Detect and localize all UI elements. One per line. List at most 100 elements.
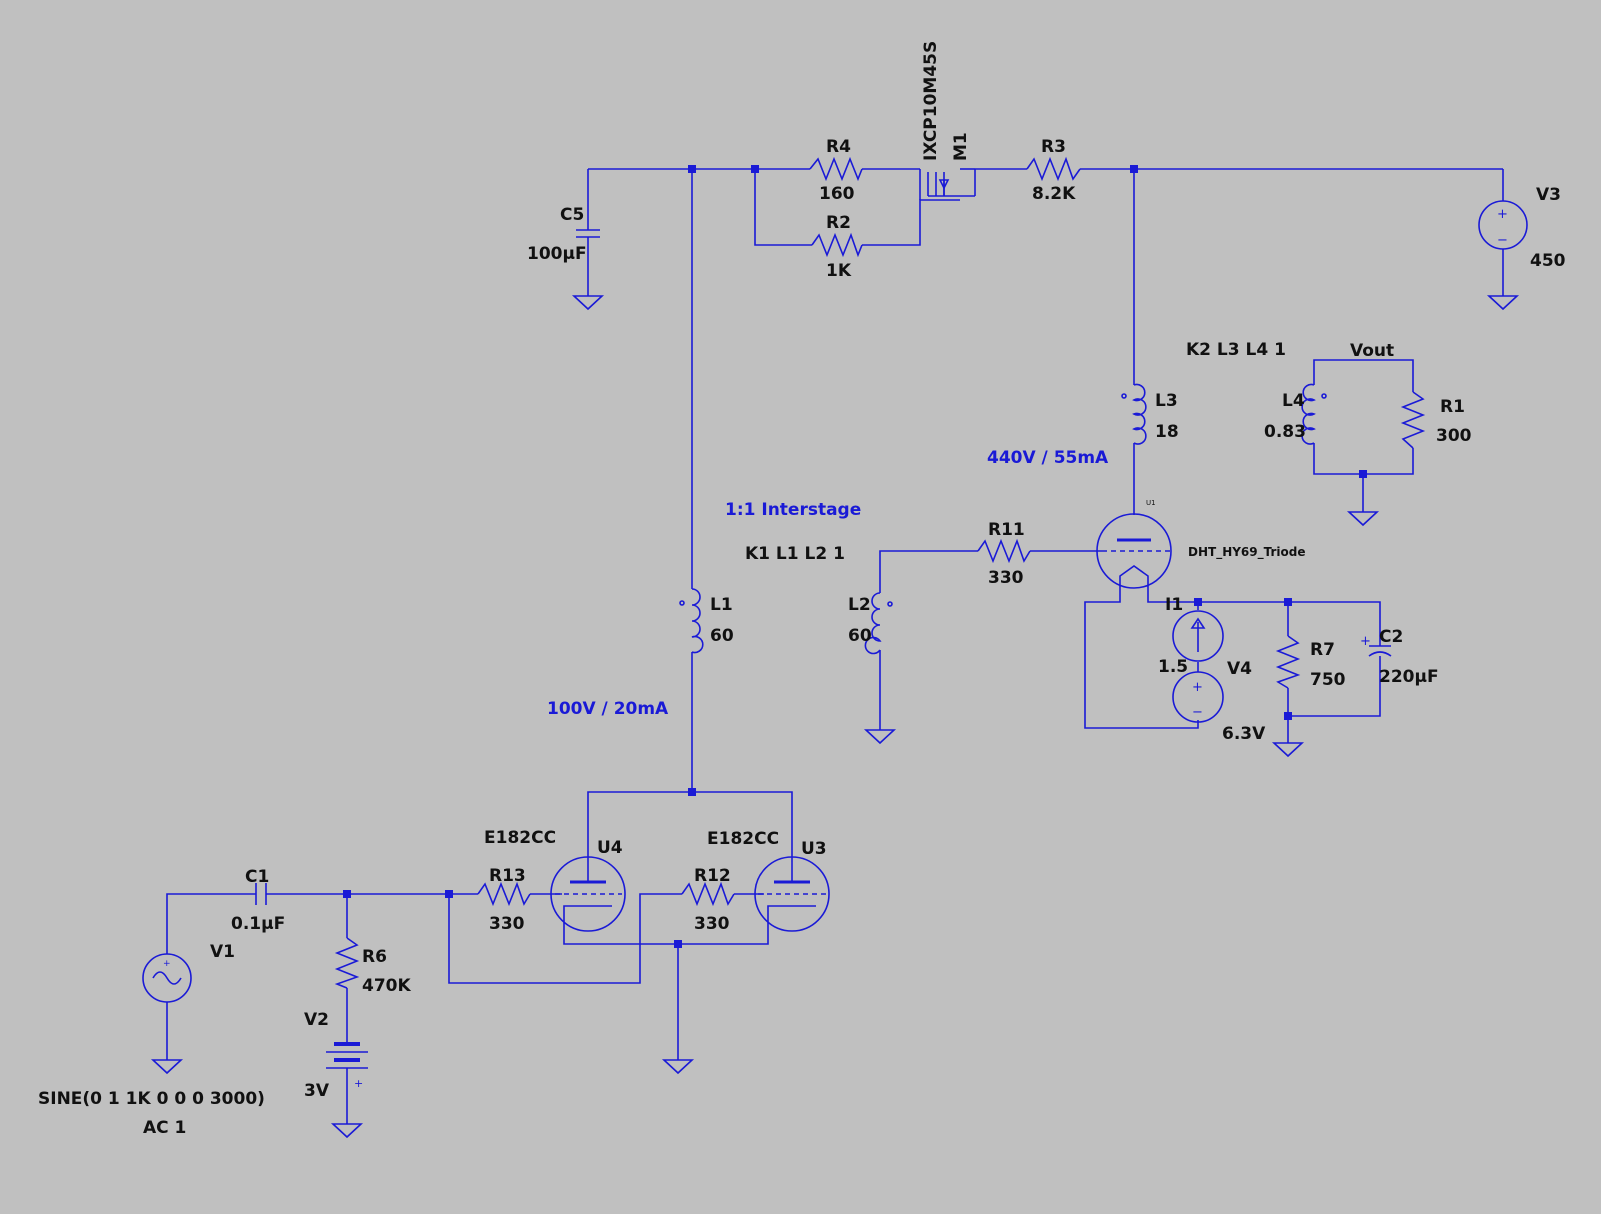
source-v4[interactable]: + − xyxy=(1172,671,1224,723)
label-m1-ref: M1 xyxy=(951,132,971,161)
junction xyxy=(1284,712,1292,720)
label-l1-ref: L1 xyxy=(710,595,733,615)
label-r7-value: 750 xyxy=(1310,670,1346,690)
minus-icon: − xyxy=(1192,705,1203,720)
plus-icon: + xyxy=(1192,680,1203,695)
capacitor-c5[interactable] xyxy=(576,221,600,240)
wire xyxy=(1288,656,1381,717)
grounds xyxy=(150,295,1520,1139)
label-l4-value: 0.83 xyxy=(1264,422,1306,442)
resistor-r3[interactable] xyxy=(1026,156,1081,182)
label-m1-model: IXCP10M45S xyxy=(921,41,941,161)
junction xyxy=(343,890,351,898)
resistor-r2[interactable] xyxy=(811,232,863,258)
label-c1-value: 0.1µF xyxy=(231,914,285,934)
label-r11-ref: R11 xyxy=(988,520,1025,540)
ground-icon xyxy=(1271,742,1305,758)
label-r3-ref: R3 xyxy=(1041,137,1066,157)
label-vout: Vout xyxy=(1350,341,1394,361)
label-u1-ref: U1 xyxy=(1146,499,1156,507)
label-v1-ac: AC 1 xyxy=(143,1118,186,1138)
k1-directive: K1 L1 L2 1 xyxy=(745,544,845,564)
label-l3-value: 18 xyxy=(1155,422,1179,442)
label-r12-value: 330 xyxy=(694,914,730,934)
ground-icon xyxy=(661,1059,695,1075)
label-r7-ref: R7 xyxy=(1310,640,1335,660)
minus-icon: − xyxy=(1497,233,1508,248)
label-i1-value: 1.5 xyxy=(1158,657,1188,677)
battery-v2[interactable]: + xyxy=(326,1038,368,1090)
label-c2-value: 220µF xyxy=(1379,667,1439,687)
inductor-l4[interactable] xyxy=(1301,383,1327,445)
inductor-l3[interactable] xyxy=(1121,383,1147,445)
junction xyxy=(688,788,696,796)
wire xyxy=(1084,583,1199,729)
label-v4-value: 6.3V xyxy=(1222,724,1266,744)
junction xyxy=(688,165,696,173)
inductors xyxy=(679,383,1327,655)
label-c5-ref: C5 xyxy=(560,205,584,225)
junction xyxy=(1284,598,1292,606)
label-i1-ref: I1 xyxy=(1165,595,1183,615)
triode-u3[interactable] xyxy=(754,856,830,932)
label-v3-ref: V3 xyxy=(1536,185,1561,205)
ground-icon xyxy=(330,1123,364,1139)
wire xyxy=(448,893,682,984)
mosfet-m1[interactable] xyxy=(919,168,976,200)
label-l4-ref: L4 xyxy=(1282,391,1305,411)
inductor-l1[interactable] xyxy=(679,588,704,654)
label-v2-ref: V2 xyxy=(304,1010,329,1030)
resistor-r12[interactable] xyxy=(681,881,735,907)
source-v1[interactable]: + xyxy=(142,953,192,1003)
label-r11-value: 330 xyxy=(988,568,1024,588)
current-source-i1[interactable] xyxy=(1172,610,1224,662)
resistor-r4[interactable] xyxy=(809,156,863,182)
triode-u1[interactable] xyxy=(1096,513,1172,589)
label-u3-ref: U3 xyxy=(801,839,827,859)
wires xyxy=(166,168,1504,1124)
k2-directive: K2 L3 L4 1 xyxy=(1186,340,1286,360)
label-u4-ref: U4 xyxy=(597,838,623,858)
label-v3-value: 450 xyxy=(1530,251,1566,271)
label-r13-ref: R13 xyxy=(489,866,526,886)
label-r3-value: 8.2K xyxy=(1032,184,1076,204)
resistor-r11[interactable] xyxy=(977,538,1031,564)
label-r2-ref: R2 xyxy=(826,213,851,233)
label-c5-value: 100µF xyxy=(527,244,587,264)
capacitor-c2[interactable]: + xyxy=(1360,634,1392,657)
wire xyxy=(1313,443,1414,475)
plus-icon: + xyxy=(163,959,171,969)
capacitor-c1[interactable] xyxy=(255,883,267,905)
plus-icon: + xyxy=(354,1077,363,1090)
wire xyxy=(754,169,812,246)
inductor-l2[interactable] xyxy=(864,592,893,655)
resistors xyxy=(334,156,1426,989)
resistor-r7[interactable] xyxy=(1275,635,1301,689)
resistor-r1[interactable] xyxy=(1400,391,1426,449)
label-r1-ref: R1 xyxy=(1440,397,1465,417)
wire xyxy=(1313,359,1414,392)
label-v2-value: 3V xyxy=(304,1081,330,1101)
ground-icon xyxy=(150,1059,184,1075)
junction xyxy=(674,940,682,948)
wire xyxy=(862,199,960,246)
label-v1-value: SINE(0 1 1K 0 0 0 3000) xyxy=(38,1089,265,1109)
interstage-note: 1:1 Interstage xyxy=(725,500,861,520)
ground-icon xyxy=(571,295,605,311)
stage2-operating-point: 440V / 55mA xyxy=(987,448,1109,468)
ground-icon xyxy=(1346,511,1380,527)
label-l2-ref: L2 xyxy=(848,595,871,615)
triode-u4[interactable] xyxy=(550,856,626,932)
source-v3[interactable]: + − xyxy=(1478,200,1528,250)
junction xyxy=(445,890,453,898)
label-r6-value: 470K xyxy=(362,976,411,996)
label-u4-model: E182CC xyxy=(484,828,556,848)
resistor-r13[interactable] xyxy=(477,881,531,907)
junction xyxy=(1359,470,1367,478)
capacitors: + xyxy=(255,221,1392,905)
resistor-r6[interactable] xyxy=(334,937,360,989)
polarity-plus-icon: + xyxy=(1360,634,1371,649)
label-u1-model: DHT_HY69_Triode xyxy=(1188,545,1306,560)
label-l1-value: 60 xyxy=(710,626,734,646)
